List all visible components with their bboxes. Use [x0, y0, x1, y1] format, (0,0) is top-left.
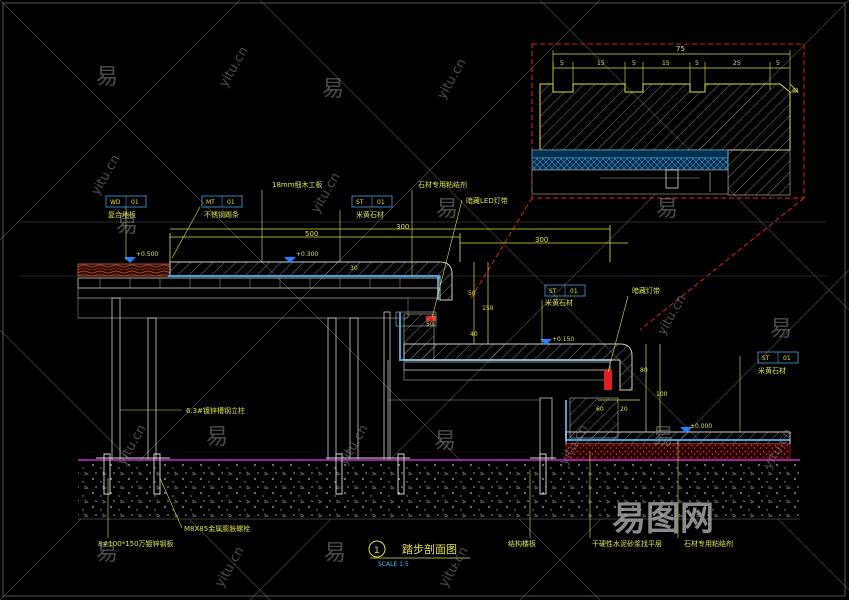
tag-code: ST: [549, 288, 557, 295]
top-dimensions: [169, 225, 628, 262]
dim-20: 20: [620, 406, 628, 413]
note-bolt: M8X85金属膨胀螺栓: [184, 524, 250, 533]
steel-post: [539, 397, 553, 461]
tag-label: 米黄石材: [758, 366, 786, 375]
tag-num: 01: [570, 288, 578, 295]
watermark-yitu: yitu.cn: [216, 44, 251, 90]
watermark-yi: 易: [96, 65, 118, 90]
dim-40: 40: [470, 331, 478, 338]
material-tag-mt01: MT 01 不锈钢踢条: [171, 195, 243, 259]
tag-num: 01: [131, 199, 139, 206]
watermark-yitu: yitu.cn: [434, 56, 469, 102]
note-steel-column: 6.3#镀锌槽钢立柱: [186, 406, 245, 415]
level-top: +0.300: [296, 251, 318, 258]
dim-30: 30: [350, 265, 358, 272]
inset-seg-dim: 5: [560, 60, 564, 67]
tag-code: ST: [762, 355, 770, 362]
inset-seg-dim: 5: [776, 60, 780, 67]
led-strip-mid: [604, 370, 612, 390]
watermark-yitu: yitu.cn: [308, 170, 343, 216]
tag-label: 米黄石材: [545, 298, 573, 307]
watermark-yi: 易: [652, 425, 674, 450]
note-adhesive-top: 石材专用粘结剂: [418, 180, 467, 189]
note-led-mid: 暗藏灯带: [632, 286, 660, 295]
inset-side-dim: 40: [792, 88, 798, 94]
tag-num: 01: [783, 355, 791, 362]
watermark-yi: 易: [656, 197, 678, 222]
plywood-substrate: [77, 277, 441, 289]
inset-seg-dim: 15: [662, 60, 670, 67]
mid-plywood: [403, 361, 611, 371]
dim-50a: 50: [468, 290, 476, 297]
level-mid: +0.150: [552, 336, 574, 343]
level-markers: +0.500 +0.300 +0.150 ±0.000: [124, 251, 712, 433]
dim-300a: 300: [396, 223, 409, 231]
tag-label: 米黄石材: [356, 210, 384, 219]
dim-60: 60: [596, 406, 604, 413]
top-step-stone: [169, 261, 453, 301]
detail-inset: 75 5 15 5 15 5 25 5 40: [469, 43, 805, 331]
tag-label: 不锈钢踢条: [204, 210, 239, 219]
tag-num: 01: [227, 199, 235, 206]
watermark-yi: 易: [434, 429, 456, 454]
watermark-yi: 易: [206, 425, 228, 450]
inset-total-dim: 75: [676, 45, 685, 53]
steel-beam: [77, 287, 441, 299]
title-block: 1 踏步剖面图 SCALE 1:5 -: [368, 540, 470, 568]
watermark-logo: 易图网: [612, 499, 714, 539]
title-name: 踏步剖面图: [402, 542, 457, 556]
tag-code: MT: [206, 199, 215, 206]
note-adhesive-bottom: 石材专用粘结剂: [684, 539, 733, 548]
watermark-yi: 易: [436, 197, 458, 222]
note-wood-board: 18mm细木工板: [272, 180, 323, 189]
level-left: +0.500: [136, 251, 158, 258]
inset-seg-dim: 5: [695, 60, 699, 67]
watermark-yi: 易: [116, 213, 138, 238]
watermark-yitu: yitu.cn: [88, 152, 123, 198]
note-structure-slab: 结构楼板: [508, 539, 536, 548]
vertical-dimensions: [473, 262, 661, 432]
title-scale: SCALE 1:5: [378, 561, 409, 568]
lower-riser-stone: [569, 397, 619, 439]
material-tag-st01-top: ST 01 米黄石材: [339, 195, 393, 262]
watermark-yi: 易: [324, 541, 346, 566]
dim-50b: 50: [426, 321, 434, 328]
dim-500: 500: [305, 230, 318, 238]
watermark-yi: 易: [322, 77, 344, 102]
title-number: 1: [374, 546, 380, 556]
callouts: 18mm细木工板 石材专用粘结剂 暗藏LED灯带 暗藏灯带 6.3#镀锌槽钢立柱…: [98, 180, 733, 548]
material-tag-st01-mid: ST 01 米黄石材: [541, 284, 586, 344]
note-plate: 8#100*150万镀锌钢板: [98, 539, 174, 548]
watermark-yi: 易: [96, 541, 118, 566]
inset-seg-dim: 15: [597, 60, 605, 67]
watermark-yitu: yitu.cn: [654, 292, 689, 338]
dim-80: 80: [640, 367, 648, 374]
dim-150: 150: [482, 305, 494, 312]
anchor-bolts: [96, 453, 556, 495]
title-dash: -: [454, 561, 456, 568]
watermark-yi: 易: [770, 317, 792, 342]
inset-seg-dim: 25: [733, 60, 741, 67]
wood-floor: [77, 263, 171, 277]
note-mortar: 干硬性水泥砂浆找平层: [592, 539, 662, 548]
steel-columns: [111, 297, 391, 461]
tag-code: WD: [110, 199, 121, 206]
tag-code: ST: [356, 199, 364, 206]
level-zero: ±0.000: [690, 423, 712, 430]
mid-step-stone: [403, 343, 633, 391]
material-tag-st01-right: ST 01 米黄石材: [739, 351, 799, 432]
dim-300b: 300: [535, 236, 548, 244]
tag-num: 01: [377, 199, 385, 206]
note-led-top: 暗藏LED灯带: [466, 196, 508, 205]
material-tag-wd01: WD 01 复合地板: [105, 195, 147, 260]
structural-slab: [78, 461, 800, 519]
dim-100: 100: [656, 391, 668, 398]
tag-label: 复合地板: [108, 210, 136, 219]
watermark-yitu: yitu.cn: [212, 544, 247, 590]
steel-beam: [77, 297, 409, 319]
inset-seg-dim: 5: [632, 60, 636, 67]
mid-steel-beam: [403, 369, 611, 381]
